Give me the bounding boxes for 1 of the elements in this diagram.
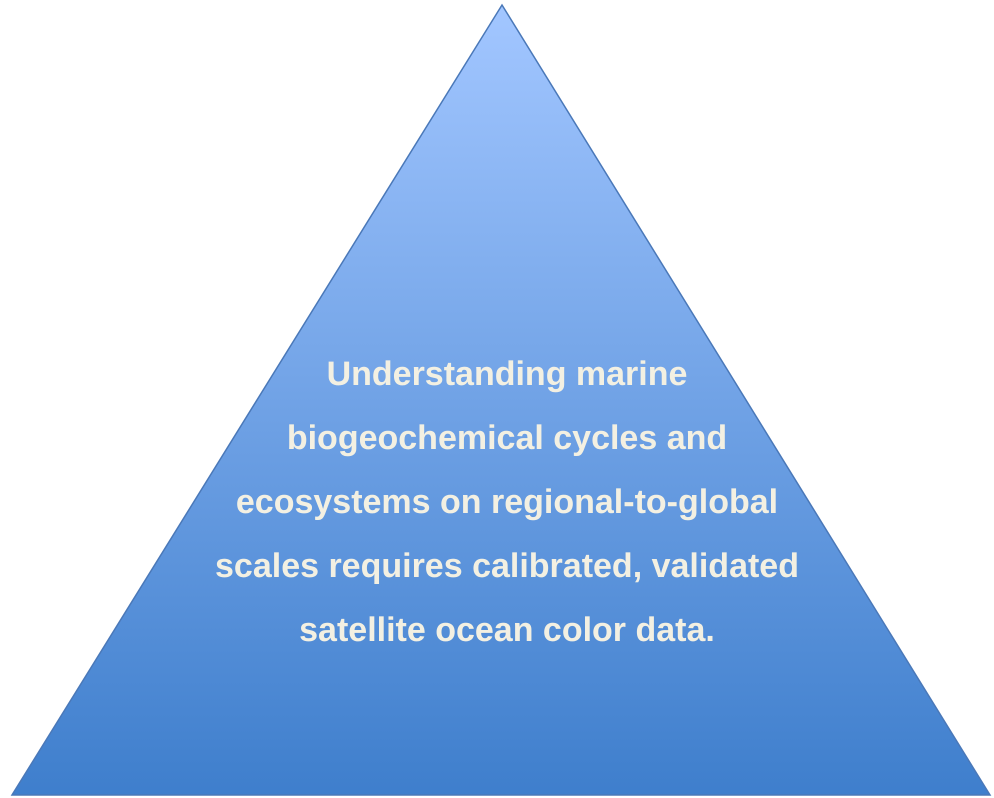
- pyramid-text: Understanding marine biogeochemical cycles and ecosystems on regional-to-global scales requires calibrated, validated satellite ocean color data.: [214, 354, 800, 651]
